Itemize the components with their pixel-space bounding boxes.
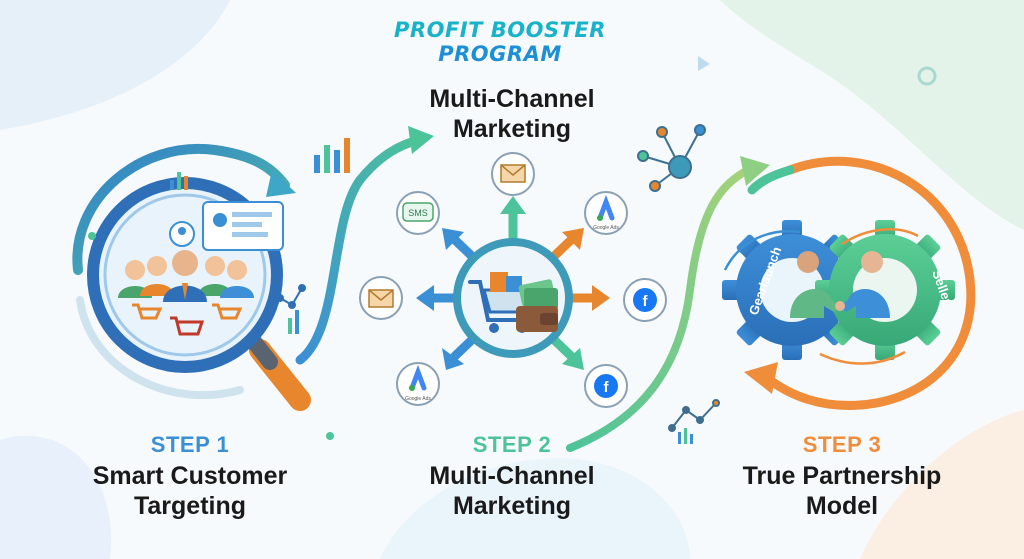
step2-label: STEP 2 [472, 432, 552, 457]
step2-title-line2: Marketing [452, 492, 572, 520]
line-chart-icon [668, 399, 720, 444]
shopping-bag-icon [490, 272, 522, 292]
email-icon [491, 152, 535, 196]
gear-icon [815, 220, 955, 360]
google-ads-icon: Google Ads [396, 362, 440, 406]
money-icon [518, 279, 558, 310]
arrow-icon [408, 126, 434, 154]
facebook-icon: f [584, 364, 628, 408]
step2-title-line1: Multi-Channel [429, 462, 595, 490]
wallet-icon [516, 306, 558, 332]
line-chart-icon [266, 284, 306, 334]
step3-title-line1: True Partnership [742, 462, 942, 490]
arrow-icon [740, 156, 770, 186]
shopping-cart-icon [132, 303, 243, 336]
brand-line2: PROGRAM [438, 42, 562, 66]
top-title: Multi-Channel Marketing [362, 84, 662, 144]
customer-group-icon [118, 250, 254, 302]
google-ads-label-bottom: Google Ads [405, 396, 431, 402]
top-title-line2: Marketing [452, 115, 572, 143]
network-icon [637, 124, 706, 192]
handshake-icon [790, 251, 890, 318]
step3-illustration: Gearlaunch Seller [668, 156, 976, 444]
step1-title-line2: Targeting [133, 492, 247, 520]
facebook-icon: f [623, 278, 667, 322]
sms-icon: SMS [396, 191, 440, 235]
step2-title: Multi-Channel Marketing [390, 461, 634, 521]
swirl-arrow-icon [72, 143, 290, 275]
top-title-line1: Multi-Channel [429, 85, 595, 113]
bar-chart-icon [170, 138, 350, 190]
brand-logo: PROFIT BOOSTER PROGRAM [330, 18, 670, 66]
sms-label: SMS [408, 208, 428, 218]
step1-label: STEP 1 [150, 432, 230, 457]
step3-title-line2: Model [805, 492, 879, 520]
profile-card-icon [169, 201, 284, 251]
facebook-glyph: f [643, 293, 649, 310]
google-ads-label-top: Google Ads [593, 225, 619, 231]
step1-illustration [72, 138, 350, 440]
step2-illustration: SMS Google Ads f Google Ads f [359, 152, 667, 408]
step3-title: True Partnership Model [712, 461, 972, 521]
facebook-glyph: f [604, 379, 610, 396]
step1-title-line1: Smart Customer [92, 462, 288, 490]
connector-arrow-2 [566, 166, 752, 452]
connector-arrow-1 [295, 135, 423, 365]
step3-label: STEP 3 [802, 432, 882, 457]
step1-title: Smart Customer Targeting [70, 461, 310, 521]
brand-line1: PROFIT BOOSTER [394, 18, 606, 42]
google-ads-icon: Google Ads [584, 191, 628, 235]
email-icon [359, 276, 403, 320]
